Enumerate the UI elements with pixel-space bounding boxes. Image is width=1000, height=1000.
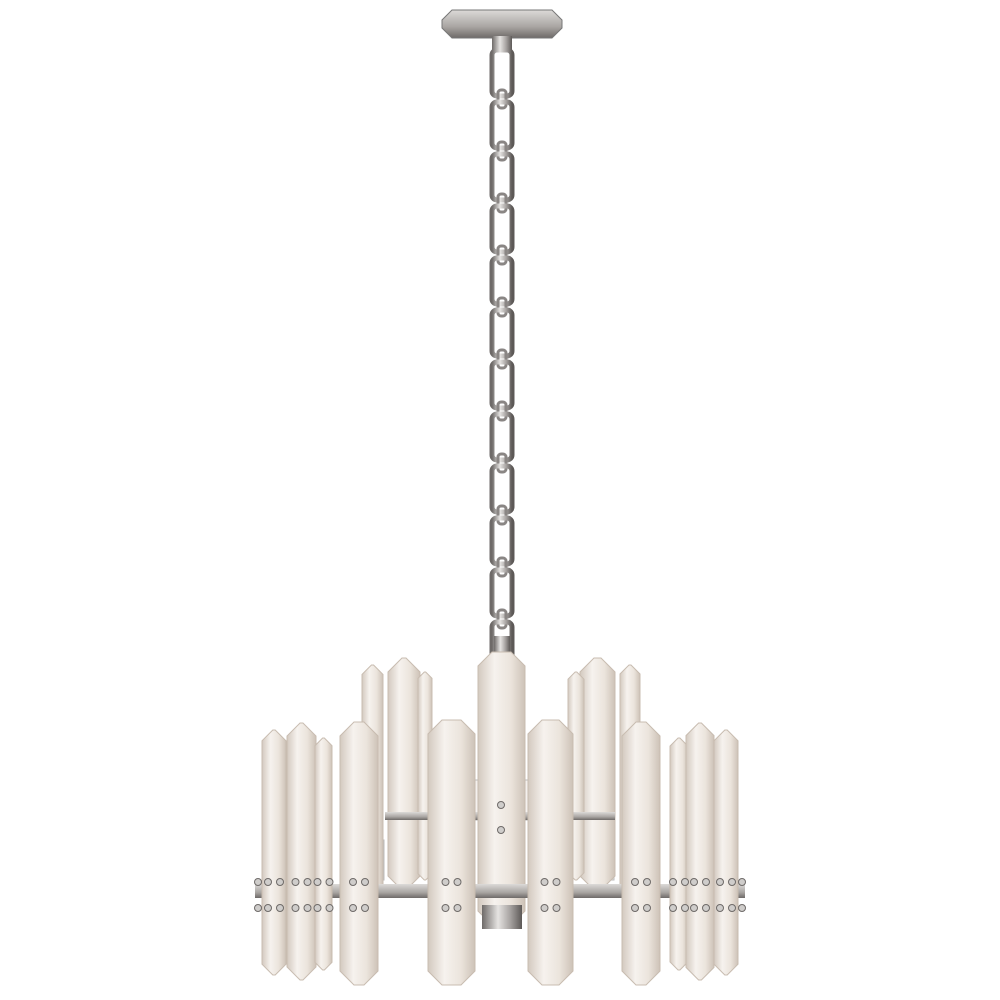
alabaster-bar bbox=[427, 719, 476, 986]
chain-link bbox=[489, 359, 515, 411]
stud bbox=[728, 904, 736, 912]
stud bbox=[291, 878, 300, 886]
stud bbox=[349, 904, 357, 912]
chain-link bbox=[496, 608, 508, 630]
chain-link bbox=[496, 452, 508, 474]
stud bbox=[303, 904, 312, 912]
chain-link bbox=[496, 556, 508, 578]
chain-link bbox=[496, 348, 508, 370]
chain-link bbox=[489, 47, 515, 99]
chain-link bbox=[489, 255, 515, 307]
alabaster-bar bbox=[685, 722, 715, 981]
chain-hook bbox=[494, 636, 510, 656]
stud bbox=[669, 904, 677, 912]
front-alabaster-bars bbox=[254, 719, 746, 986]
stud bbox=[728, 878, 736, 886]
stud bbox=[325, 904, 334, 912]
alabaster-bar bbox=[713, 729, 739, 976]
stud bbox=[254, 878, 262, 886]
chain-link bbox=[489, 307, 515, 359]
chain-link bbox=[496, 244, 508, 266]
stud bbox=[349, 878, 357, 886]
stud bbox=[540, 878, 549, 886]
center-cup bbox=[482, 905, 522, 929]
stud bbox=[552, 904, 561, 912]
stud bbox=[453, 904, 462, 912]
stud bbox=[291, 904, 300, 912]
alabaster-bar bbox=[579, 657, 616, 891]
chain-link bbox=[489, 203, 515, 255]
stud bbox=[716, 878, 724, 886]
alabaster-bar bbox=[621, 721, 661, 986]
chain-link bbox=[496, 192, 508, 214]
stud bbox=[702, 878, 710, 886]
stud bbox=[631, 904, 639, 912]
stud bbox=[497, 801, 505, 809]
stud bbox=[643, 904, 651, 912]
alabaster-bar bbox=[387, 657, 421, 891]
alabaster-bar bbox=[527, 719, 574, 986]
chain-link bbox=[496, 296, 508, 318]
stud bbox=[264, 878, 272, 886]
alabaster-bar bbox=[261, 729, 287, 976]
stud bbox=[276, 878, 284, 886]
stud bbox=[453, 878, 462, 886]
stud bbox=[441, 904, 450, 912]
chain-link bbox=[496, 400, 508, 422]
stud bbox=[552, 878, 561, 886]
stud bbox=[276, 904, 284, 912]
stud bbox=[441, 878, 450, 886]
stud bbox=[738, 878, 746, 886]
stud bbox=[669, 878, 677, 886]
ceiling-canopy bbox=[441, 9, 563, 50]
stud bbox=[631, 878, 639, 886]
stud bbox=[690, 878, 698, 886]
stud bbox=[303, 878, 312, 886]
stud bbox=[690, 904, 698, 912]
stud bbox=[681, 878, 689, 886]
stud bbox=[264, 904, 272, 912]
alabaster-bar bbox=[339, 721, 379, 986]
stud bbox=[361, 904, 369, 912]
stud bbox=[361, 878, 369, 886]
stud bbox=[681, 904, 689, 912]
alabaster-bar bbox=[314, 737, 333, 971]
stud bbox=[738, 904, 746, 912]
stud bbox=[702, 904, 710, 912]
chain-link bbox=[489, 411, 515, 463]
stud bbox=[325, 878, 334, 886]
stud bbox=[313, 904, 322, 912]
chain-link bbox=[496, 504, 508, 526]
chain-link bbox=[489, 515, 515, 567]
stud bbox=[497, 826, 505, 834]
alabaster-bar bbox=[286, 722, 317, 981]
chain-link bbox=[489, 151, 515, 203]
chain-link bbox=[496, 140, 508, 162]
chain-link bbox=[489, 99, 515, 151]
chain-link bbox=[489, 567, 515, 619]
alabaster-bar bbox=[669, 737, 689, 971]
chain-link bbox=[496, 88, 508, 110]
chain-link bbox=[489, 463, 515, 515]
stud bbox=[313, 878, 322, 886]
stud bbox=[254, 904, 262, 912]
stud bbox=[716, 904, 724, 912]
stud bbox=[643, 878, 651, 886]
chain bbox=[489, 47, 515, 682]
stud bbox=[540, 904, 549, 912]
